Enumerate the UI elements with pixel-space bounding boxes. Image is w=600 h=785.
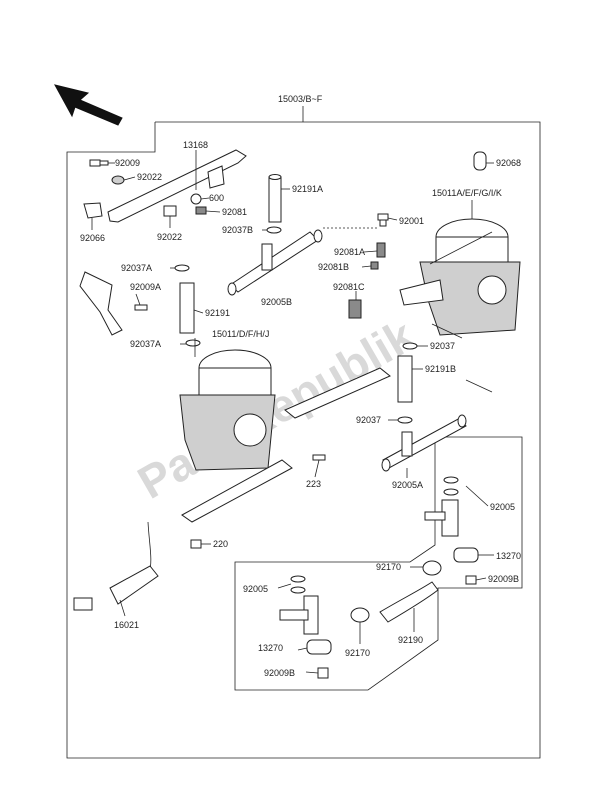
ball-600 [190, 193, 202, 205]
plate-223 [284, 367, 391, 419]
label-223: 223 [306, 479, 321, 489]
label-92037A-upper: 92037A [121, 263, 152, 273]
cable-16021 [73, 521, 159, 611]
label-92037B: 92037B [222, 225, 253, 235]
label-220: 220 [213, 539, 228, 549]
label-92191: 92191 [205, 308, 230, 318]
spring-92081 [195, 206, 207, 215]
label-92068: 92068 [496, 158, 521, 168]
label-92081A: 92081A [334, 247, 365, 257]
label-92066: 92066 [80, 233, 105, 243]
joint-pipe-92005B [227, 229, 323, 296]
label-92037A-lower: 92037A [130, 339, 161, 349]
label-92009B-upper: 92009B [488, 574, 519, 584]
bracket-13168 [107, 149, 247, 223]
spring-92081A [376, 242, 386, 258]
label-13270-lower: 13270 [258, 643, 283, 653]
label-600: 600 [209, 193, 224, 203]
label-92009B-lower: 92009B [264, 668, 295, 678]
hose-92191A [268, 174, 282, 223]
oring-92037A-upper [174, 264, 190, 272]
label-92170-lower: 92170 [345, 648, 370, 658]
label-13270-upper: 13270 [496, 551, 521, 561]
oring-92037B [266, 226, 282, 234]
label-92009A: 92009A [130, 282, 161, 292]
label-92170-upper: 92170 [376, 562, 401, 572]
label-92081B: 92081B [318, 262, 349, 272]
carburetor-right [399, 218, 521, 336]
oring-92037A-lower [185, 339, 201, 347]
label-92022-lower: 92022 [157, 232, 182, 242]
label-92191B: 92191B [425, 364, 456, 374]
clip-92066 [83, 202, 103, 219]
label-92022-upper: 92022 [137, 172, 162, 182]
hose-92191B [397, 355, 413, 403]
label-92009: 92009 [115, 158, 140, 168]
label-15011-left: 15011/D/F/H/J [212, 329, 269, 339]
screw-92009B-upper [465, 575, 477, 585]
label-92005B: 92005B [261, 297, 292, 307]
front-arrow-icon [54, 84, 123, 126]
leader-lines [91, 150, 494, 674]
label-92190: 92190 [398, 635, 423, 645]
label-assy-main: 15003/B~F [278, 94, 323, 104]
orings-92005-upper [443, 476, 459, 496]
spring-92081C [348, 299, 362, 319]
oring-92037-middle [397, 416, 413, 424]
label-92191A: 92191A [292, 184, 323, 194]
label-92081: 92081 [222, 207, 247, 217]
label-92037-middle: 92037 [356, 415, 381, 425]
label-15011-right: 15011A/E/F/G/I/K [432, 188, 502, 198]
screw-92009B-lower [317, 667, 329, 679]
part-labels: 15003/B~F 13168 92009 92022 600 92081 92… [80, 94, 521, 678]
oring-92037-right [402, 342, 418, 350]
label-92005-upper: 92005 [490, 502, 515, 512]
fuel-tap-lower [279, 595, 319, 635]
orings-92005-lower [290, 575, 306, 594]
screw-223 [312, 454, 326, 461]
cap-92068 [473, 151, 487, 171]
screw-220 [190, 539, 202, 549]
label-92037-right: 92037 [430, 341, 455, 351]
carburetor-left [179, 349, 276, 471]
plate-13270-lower [306, 639, 332, 655]
spring-92081B [370, 261, 379, 270]
hose-92190 [379, 581, 439, 623]
clip-92170-upper [422, 560, 442, 576]
label-92081C: 92081C [333, 282, 365, 292]
label-92005A: 92005A [392, 480, 423, 490]
main-assembly-frame [66, 106, 541, 759]
plate-13270-upper [453, 547, 479, 563]
fuel-tap-subassembly-box [234, 436, 523, 691]
screw-92009 [89, 159, 109, 167]
clip-92170-lower [350, 607, 370, 623]
washer-92022-lower [163, 205, 177, 217]
screw-92001 [377, 213, 389, 227]
washer-92022-upper [111, 175, 125, 185]
label-13168: 13168 [183, 140, 208, 150]
plate-220 [181, 459, 293, 523]
joint-pipe-92005A [381, 414, 467, 472]
label-16021: 16021 [114, 620, 139, 630]
fuel-tap-upper [424, 499, 459, 537]
label-92001: 92001 [399, 216, 424, 226]
bracket-92009A [79, 271, 148, 336]
watermark-text: PartsRepublik [129, 309, 423, 509]
hose-92191 [179, 282, 195, 334]
label-92005-lower: 92005 [243, 584, 268, 594]
